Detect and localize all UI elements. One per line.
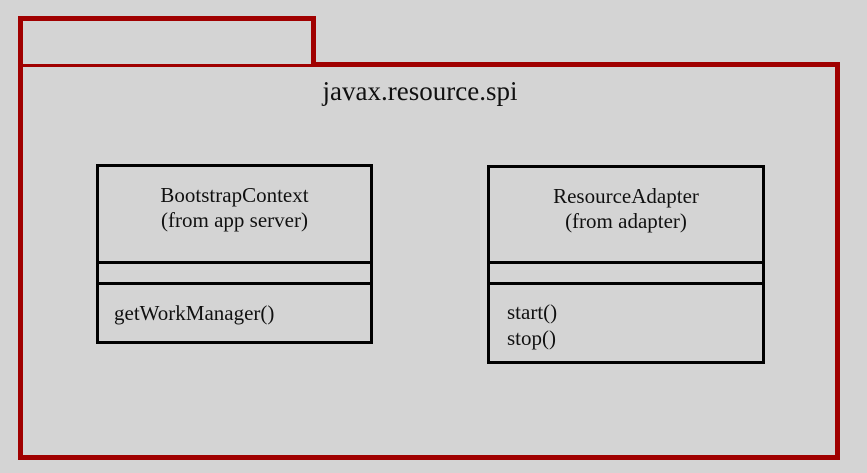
class-operations-compartment-bootstrapcontext: getWorkManager() <box>99 285 370 326</box>
class-stereotype-resourceadapter: (from adapter) <box>565 209 687 233</box>
class-name-compartment-bootstrapcontext: BootstrapContext (from app server) <box>99 167 370 264</box>
operation-start: start() <box>507 300 558 324</box>
class-stereotype-bootstrapcontext: (from app server) <box>161 208 308 232</box>
class-attributes-compartment-resourceadapter <box>490 264 762 285</box>
class-box-bootstrapcontext[interactable]: BootstrapContext (from app server) getWo… <box>96 164 373 344</box>
package-tab[interactable] <box>18 16 316 64</box>
class-name-bootstrapcontext: BootstrapContext <box>160 183 309 207</box>
package-name-label: javax.resource.spi <box>322 76 518 106</box>
class-box-resourceadapter[interactable]: ResourceAdapter (from adapter) start() s… <box>487 165 765 364</box>
operation-get-work-manager: getWorkManager() <box>114 301 275 325</box>
operation-stop: stop() <box>507 326 556 350</box>
class-operations-compartment-resourceadapter: start() stop() <box>490 285 762 351</box>
class-name-compartment-resourceadapter: ResourceAdapter (from adapter) <box>490 168 762 264</box>
class-name-resourceadapter: ResourceAdapter <box>553 184 699 208</box>
class-attributes-compartment-bootstrapcontext <box>99 264 370 285</box>
